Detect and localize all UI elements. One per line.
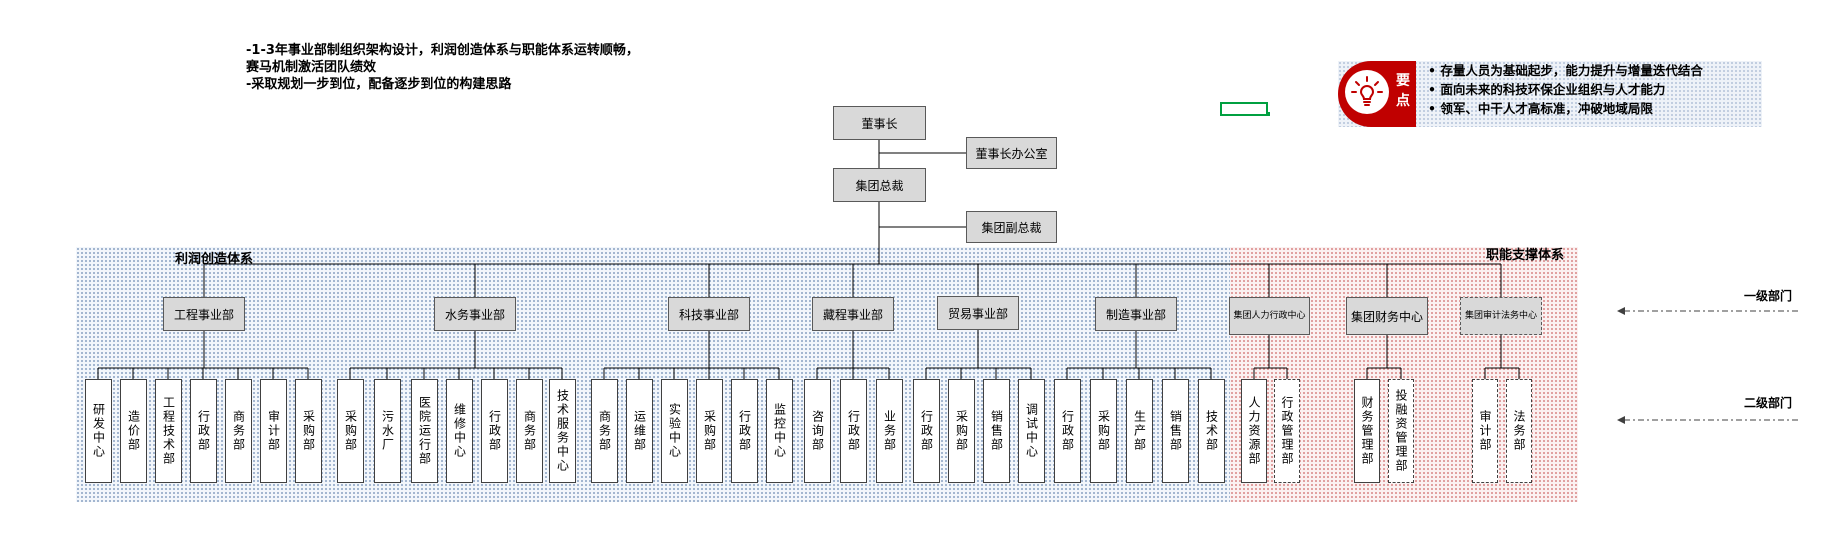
- dept-mfg-production: 生产部: [1126, 379, 1153, 483]
- function-finance: 集团财务中心: [1346, 297, 1428, 335]
- dept-trade-admin: 行政部: [913, 379, 940, 483]
- dept-trade-testing: 调试中心: [1018, 379, 1045, 483]
- dept-water-maintenance: 维修中心: [446, 379, 473, 483]
- chairman-node: 董事长: [833, 106, 926, 140]
- dept-eng-audit: 审计部: [260, 379, 287, 483]
- dept-water-purchase: 采购部: [337, 379, 364, 483]
- dept-water-admin: 行政部: [481, 379, 508, 483]
- dept-eng-rd-center: 研发中心: [85, 379, 112, 483]
- dept-trade-purchase: 采购部: [948, 379, 975, 483]
- function-audit-legal: 集团审计法务中心: [1460, 297, 1542, 335]
- dept-admin-mgmt: 行政管理部: [1274, 379, 1300, 483]
- level-1-arrow: [1617, 307, 1800, 315]
- dept-eng-purchase: 采购部: [295, 379, 322, 483]
- ceo-node: 集团总裁: [833, 168, 926, 202]
- dept-tech-monitoring: 监控中心: [766, 379, 793, 483]
- profit-system-label: 利润创造体系: [175, 252, 254, 267]
- dept-eng-business: 商务部: [225, 379, 252, 483]
- division-manufacturing: 制造事业部: [1095, 297, 1177, 331]
- level-1-label: 一级部门: [1744, 289, 1793, 303]
- key-points-title: 要点: [1396, 73, 1410, 109]
- dept-zc-admin: 行政部: [840, 379, 867, 483]
- support-system-label: 职能支撑体系: [1486, 248, 1565, 263]
- lightbulb-icon: [1345, 70, 1389, 114]
- level-2-label: 二级部门: [1744, 396, 1793, 410]
- division-zangcheng: 藏程事业部: [812, 297, 894, 331]
- function-hr-admin: 集团人力行政中心: [1229, 297, 1310, 335]
- dept-eng-admin: 行政部: [190, 379, 217, 483]
- dept-trade-sales: 销售部: [983, 379, 1010, 483]
- key-point-item: • 领军、中干人才高标准，冲破地域局限: [1428, 101, 1653, 116]
- dept-zc-business: 业务部: [876, 379, 903, 483]
- key-point-item: • 存量人员为基础起步，能力提升与增量迭代结合: [1428, 63, 1703, 78]
- dept-mfg-sales: 销售部: [1162, 379, 1189, 483]
- selection-marker-handle[interactable]: [1266, 112, 1270, 116]
- dept-finance-mgmt: 财务管理部: [1354, 379, 1380, 483]
- dept-eng-tech: 工程技术部: [155, 379, 182, 483]
- dept-audit: 审计部: [1472, 379, 1498, 483]
- dept-water-tech-service: 技术服务中心: [549, 379, 576, 483]
- division-water: 水务事业部: [434, 297, 516, 331]
- key-point-item: • 面向未来的科技环保企业组织与人才能力: [1428, 82, 1666, 97]
- vice-president-node: 集团副总裁: [966, 211, 1057, 243]
- dept-tech-ops: 运维部: [626, 379, 653, 483]
- dept-zc-consulting: 咨询部: [804, 379, 831, 483]
- dept-tech-purchase: 采购部: [696, 379, 723, 483]
- key-points-list: • 存量人员为基础起步，能力提升与增量迭代结合 • 面向未来的科技环保企业组织与…: [1428, 61, 1703, 118]
- division-technology: 科技事业部: [668, 297, 750, 331]
- dept-tech-business: 商务部: [591, 379, 618, 483]
- level-2-arrow: [1617, 416, 1800, 424]
- dept-water-hospital-ops: 医院运行部: [411, 379, 438, 483]
- dept-mfg-tech: 技术部: [1198, 379, 1225, 483]
- dept-tech-admin: 行政部: [731, 379, 758, 483]
- selection-marker: [1220, 102, 1268, 116]
- dept-legal: 法务部: [1506, 379, 1532, 483]
- intro-text: -1-3年事业部制组织架构设计，利润创造体系与职能体系运转顺畅， 赛马机制激活团…: [246, 43, 639, 92]
- dept-water-business: 商务部: [516, 379, 543, 483]
- dept-eng-costing: 造价部: [120, 379, 147, 483]
- dept-investment-mgmt: 投融资管理部: [1388, 379, 1414, 483]
- division-trade: 贸易事业部: [937, 296, 1019, 330]
- dept-tech-lab: 实验中心: [661, 379, 688, 483]
- division-engineering: 工程事业部: [163, 297, 245, 331]
- dept-mfg-admin: 行政部: [1054, 379, 1081, 483]
- chairman-office-node: 董事长办公室: [966, 137, 1057, 169]
- dept-water-sewage: 污水厂: [374, 379, 401, 483]
- dept-hr: 人力资源部: [1241, 379, 1267, 483]
- dept-mfg-purchase: 采购部: [1090, 379, 1117, 483]
